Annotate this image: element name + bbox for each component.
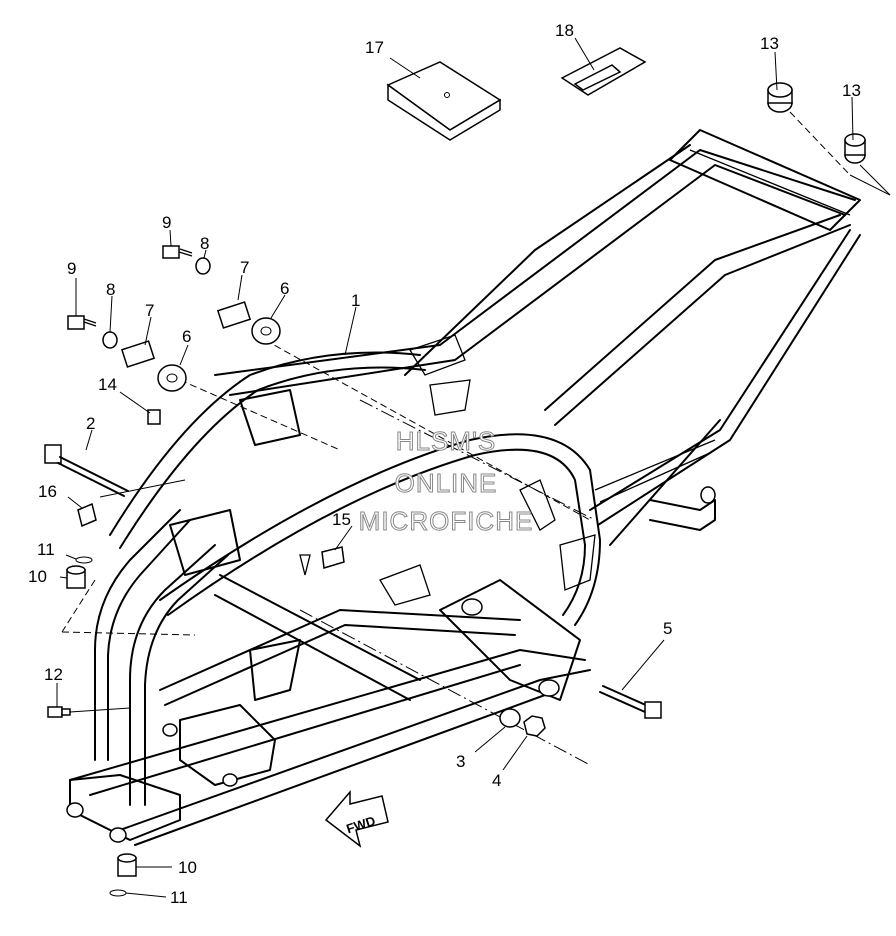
callout-1: 1 (351, 291, 360, 310)
callout-10-upper: 10 (28, 567, 47, 586)
callout-17: 17 (365, 38, 384, 57)
callout-13-rear: 13 (842, 81, 861, 100)
callout-8-upper: 8 (200, 234, 209, 253)
label-15 (321, 546, 345, 569)
callout-13-upper: 13 (760, 34, 779, 53)
callout-11-lower: 11 (170, 888, 188, 907)
collar-7-lower (120, 340, 156, 368)
callout-7-upper: 7 (240, 258, 249, 277)
callout-15: 15 (332, 510, 351, 529)
callout-12: 12 (44, 665, 63, 684)
watermark-line-2: ONLINE (395, 468, 498, 498)
o-ring-11-upper (75, 556, 93, 564)
collar-7-upper (216, 301, 252, 329)
callout-2: 2 (86, 414, 95, 433)
callout-11-upper: 11 (37, 540, 55, 559)
bushing-10-upper (66, 565, 86, 589)
washer-3 (499, 708, 521, 728)
bushing-10-lower (117, 853, 137, 877)
damper-13-rear (844, 133, 866, 164)
callout-9-upper: 9 (162, 213, 171, 232)
leader-lines (61, 111, 891, 766)
damper-6-lower (157, 364, 187, 392)
washer-8-lower (102, 331, 118, 349)
tool-18 (560, 47, 647, 96)
watermark-line-1: HLSM'S (396, 426, 497, 456)
frame-assembly (66, 129, 861, 846)
nut-14 (147, 409, 161, 425)
clip-16 (77, 502, 97, 528)
bolt-9-upper (162, 245, 193, 259)
bolt-9-lower (67, 315, 97, 330)
damper-6-upper (251, 317, 281, 345)
watermark: HLSM'S ONLINE MICROFICHE (358, 426, 534, 537)
callout-5: 5 (663, 619, 672, 638)
grease-nipple-12 (47, 706, 71, 718)
callout-4: 4 (492, 771, 501, 790)
callout-10-lower: 10 (178, 858, 197, 877)
bolt-2 (44, 444, 129, 497)
callout-leaders (56, 37, 854, 898)
callout-9-lower: 9 (67, 259, 76, 278)
callout-8-lower: 8 (106, 280, 115, 299)
tool-pouch-17 (386, 61, 502, 141)
callout-16: 16 (38, 482, 57, 501)
callout-6-lower: 6 (182, 327, 191, 346)
callout-6-upper: 6 (280, 279, 289, 298)
damper-13-upper (767, 82, 793, 113)
pivot-shaft-5 (599, 685, 662, 719)
callout-7-lower: 7 (145, 301, 154, 320)
callout-14: 14 (98, 375, 117, 394)
callout-labels: 17 18 13 13 9 9 8 8 7 7 6 6 1 14 2 16 11… (28, 21, 861, 907)
nut-4 (523, 715, 546, 737)
washer-8-upper (195, 257, 211, 275)
callout-3: 3 (456, 752, 465, 771)
o-ring-11-lower (109, 889, 127, 897)
callout-18: 18 (555, 21, 574, 40)
watermark-line-3: MICROFICHE (359, 506, 534, 536)
fwd-direction-arrow: FWD (324, 789, 389, 848)
